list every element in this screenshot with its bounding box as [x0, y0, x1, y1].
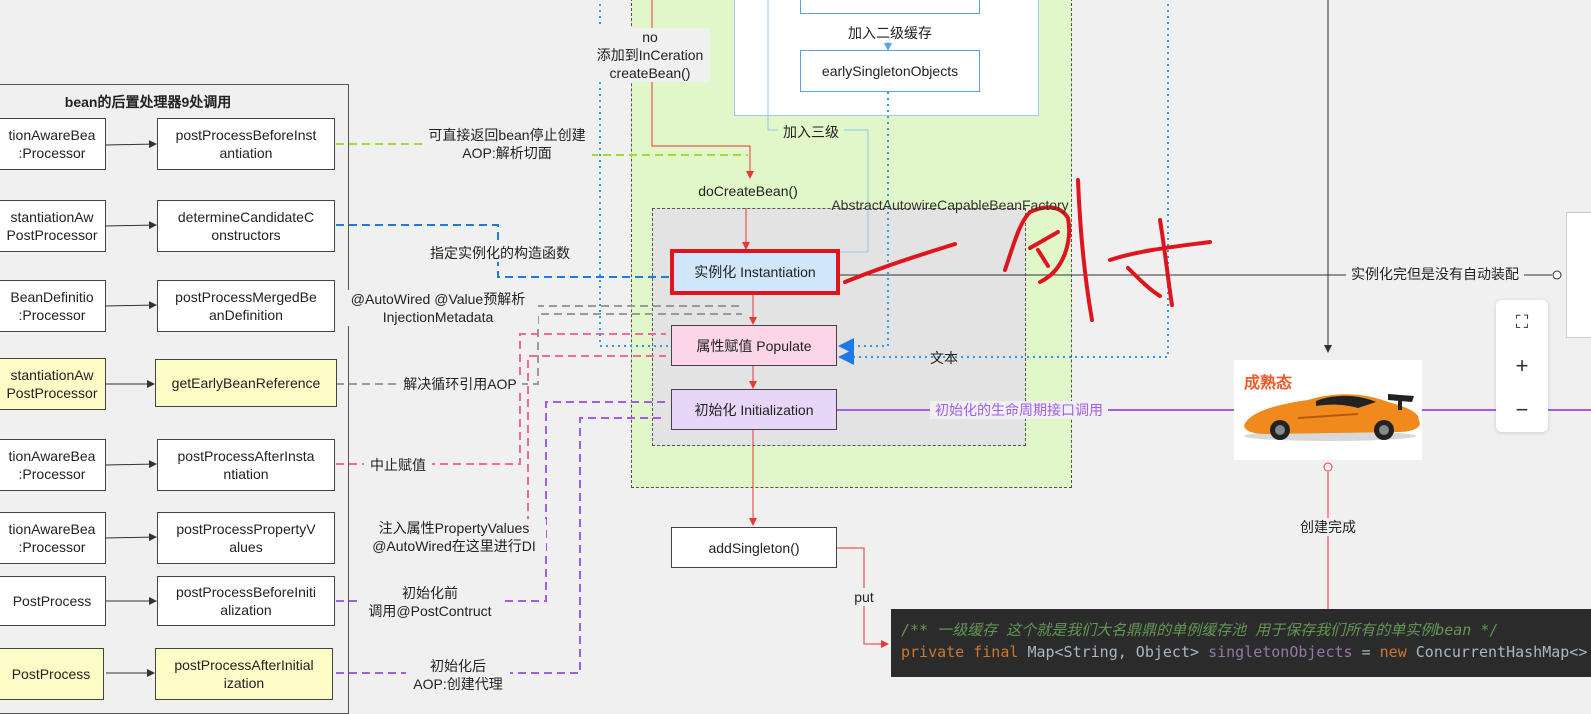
edge-label-6: 注入属性PropertyValues @AutoWired在这里进行DI [362, 519, 546, 555]
edge-label-3: @AutoWired @Value预解析 InjectionMetadata [338, 290, 538, 326]
initialization-box: 初始化 Initialization [671, 389, 837, 430]
edge-label-8: 初始化后 AOP:创建代理 [406, 657, 510, 693]
populate-box: 属性赋值 Populate [671, 325, 837, 366]
right-edge-panel [1566, 212, 1591, 338]
instantiation-box: 实例化 Instantiation [670, 249, 840, 295]
no-create-bean-label: no 添加到InCeration createBean() [590, 28, 710, 82]
second-cache-label: 加入二级缓存 [838, 24, 942, 42]
method-box-5: postProcessAfterInsta ntiation [157, 439, 335, 491]
handwritten-annotation [843, 178, 1212, 322]
zoom-out-button[interactable]: − [1515, 397, 1529, 422]
processor-type-3: BeanDefinitio :Processor [0, 280, 106, 332]
code-type: Map<String, Object> [1027, 643, 1200, 661]
method-box-8: postProcessAfterInitial ization [155, 648, 333, 700]
processor-type-2: stantiationAw PostProcessor [0, 200, 106, 252]
edge-label-4: 解决循环引用AOP [398, 375, 522, 393]
method-box-2: determineCandidateC onstructors [157, 200, 335, 252]
cache-box-top [800, 0, 980, 14]
fit-screen-icon[interactable]: ⛶ [1515, 311, 1529, 332]
method-box-7: postProcessBeforeIniti alization [157, 576, 335, 626]
processor-type-1: tionAwareBea :Processor [0, 118, 106, 170]
add-singleton-box: addSingleton() [671, 527, 837, 568]
processor-type-6: tionAwareBea :Processor [0, 512, 106, 564]
do-create-bean-label: doCreateBean() [698, 183, 798, 199]
edge-label-1: 可直接返回bean停止创建 AOP:解析切面 [422, 126, 592, 162]
code-constructor: ConcurrentHashMap<> [1415, 643, 1588, 661]
code-keyword-modifiers: private final [901, 643, 1019, 661]
code-field: singletonObjects [1208, 643, 1353, 661]
edge-label-5: 中止赋值 [364, 456, 432, 474]
zoom-in-button[interactable]: + [1515, 353, 1529, 378]
text-label: 文本 [930, 350, 958, 366]
put-label: put [848, 588, 880, 606]
singleton-code-snippet: /** 一级缓存 这个就是我们大名鼎鼎的单例缓存池 用于保存我们所有的单实例be… [891, 609, 1591, 677]
processor-type-5: tionAwareBea :Processor [0, 439, 106, 491]
method-box-4: getEarlyBeanReference [155, 359, 337, 407]
method-box-3: postProcessMergedBe anDefinition [157, 280, 335, 332]
init-lifecycle-label: 初始化的生命周期接口调用 [930, 401, 1108, 419]
create-done-label: 创建完成 [1296, 518, 1360, 536]
method-box-6: postProcessPropertyV alues [157, 512, 335, 564]
method-box-1: postProcessBeforeInst antiation [157, 118, 335, 170]
factory-label: AbstractAutowireCapableBeanFactory [831, 197, 1069, 213]
code-keyword-new: new [1379, 643, 1407, 661]
zoom-controls: ⛶ + − [1496, 300, 1548, 432]
code-comment: /** 一级缓存 这个就是我们大名鼎鼎的单例缓存池 用于保存我们所有的单实例be… [901, 621, 1499, 639]
edge-label-7: 初始化前 调用@PostContruct [358, 584, 502, 620]
panel-title: bean的后置处理器9处调用 [64, 94, 232, 110]
sports-car-icon [1244, 394, 1420, 441]
third-cache-label: 加入三级 [778, 123, 844, 141]
code-equals: = [1361, 643, 1371, 661]
edge-label-2: 指定实例化的构造函数 [424, 244, 576, 262]
processor-type-4: stantiationAw PostProcessor [0, 358, 106, 410]
processor-type-8: PostProcess [0, 648, 104, 700]
processor-type-7: PostProcess [0, 576, 106, 626]
early-singleton-box: earlySingletonObjects [800, 50, 980, 92]
auto-wire-label: 实例化完但是没有自动装配 [1346, 265, 1524, 283]
mature-label: 成熟态 [1244, 375, 1293, 392]
